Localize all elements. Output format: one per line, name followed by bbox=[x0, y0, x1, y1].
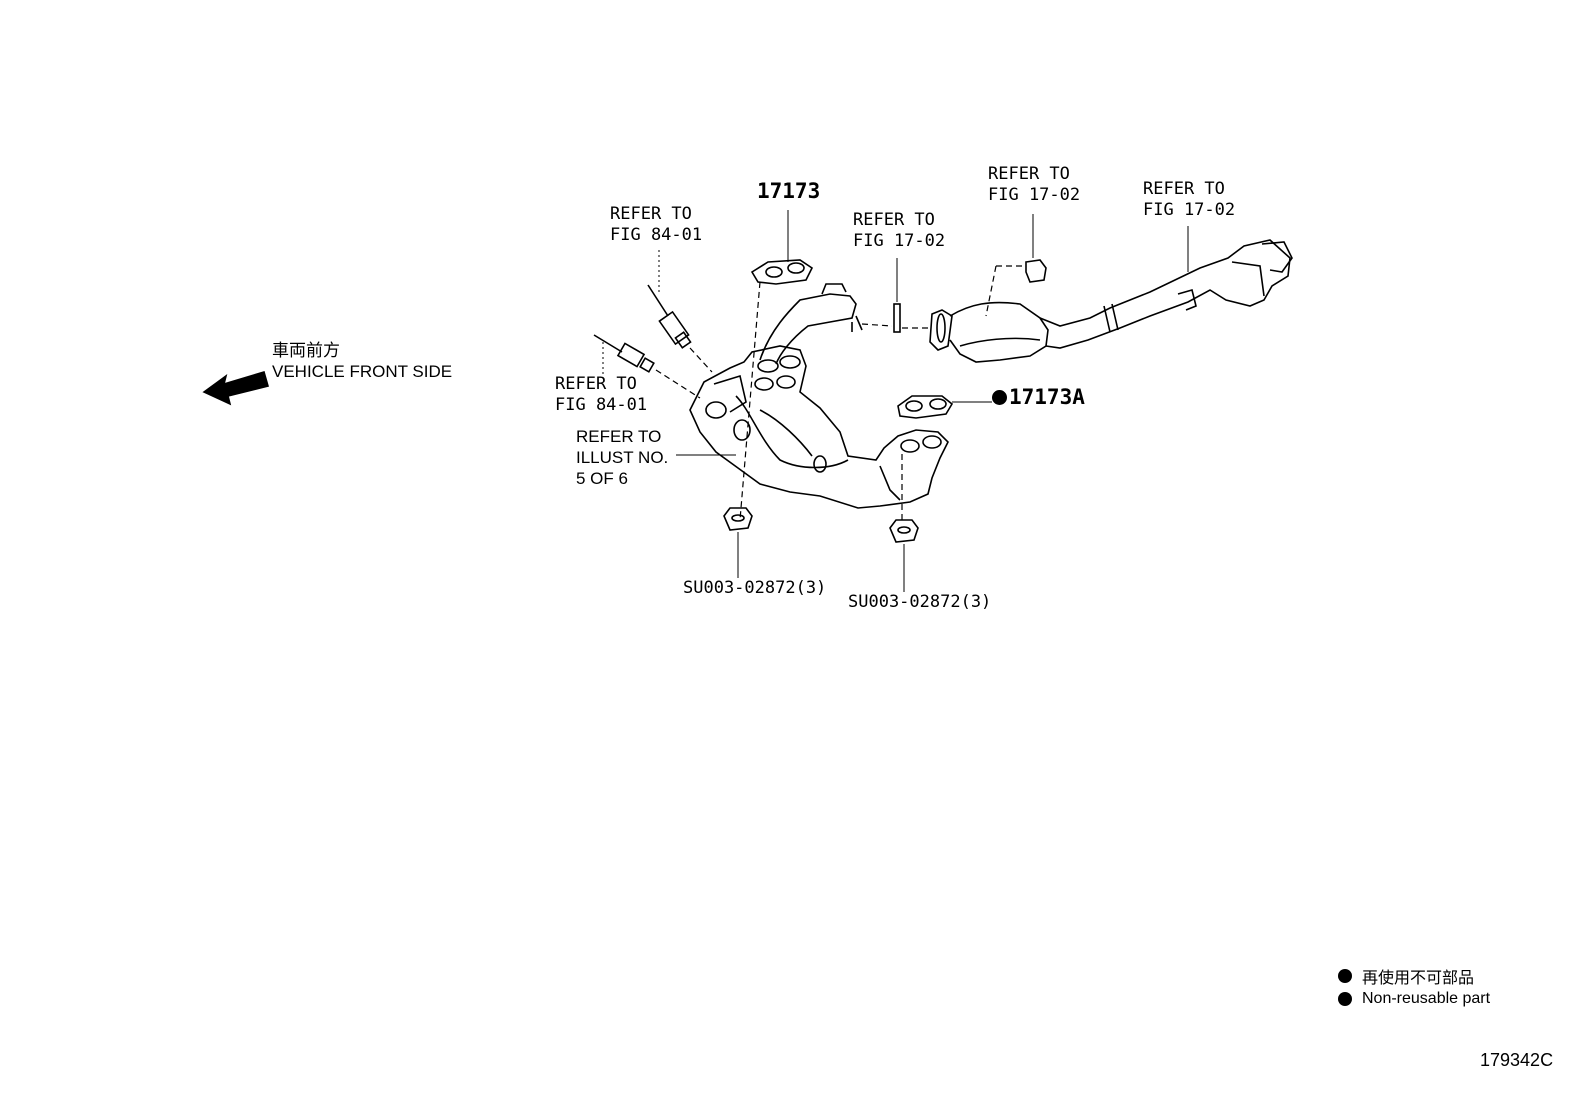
callout-line: FIG 17-02 bbox=[853, 231, 946, 251]
callout-nut-right: SU003-02872(3) bbox=[848, 592, 992, 612]
callout-line: FIG 17-02 bbox=[988, 185, 1081, 205]
upper-pipe bbox=[759, 283, 863, 365]
callout-o2-sensor-lower: REFER TO FIG 84-01 bbox=[555, 374, 647, 416]
nut-right bbox=[889, 519, 919, 592]
callout-o2-sensor-upper: REFER TO FIG 84-01 bbox=[610, 204, 702, 246]
exhaust-manifold bbox=[676, 345, 949, 520]
callout-gasket-17173A: 17173A bbox=[992, 387, 1085, 408]
callout-line: REFER TO bbox=[576, 427, 662, 446]
callout-line: FIG 84-01 bbox=[555, 395, 648, 415]
callout-manifold: REFER TO ILLUST NO. 5 OF 6 bbox=[576, 426, 668, 489]
callout-line: FIG 17-02 bbox=[1143, 200, 1236, 220]
callout-front-pipe: REFER TO FIG 17-02 bbox=[1143, 179, 1235, 221]
legend-japanese: 再使用不可部品 bbox=[1338, 964, 1474, 988]
vehicle-front-japanese: 車両前方 bbox=[272, 341, 340, 360]
callout-stud: REFER TO FIG 17-02 bbox=[853, 210, 945, 252]
non-reusable-marker-icon bbox=[992, 390, 1007, 405]
front-pipe bbox=[929, 226, 1293, 363]
callout-line: 5 OF 6 bbox=[576, 469, 628, 488]
vehicle-front-english: VEHICLE FRONT SIDE bbox=[272, 362, 453, 381]
non-reusable-marker-icon bbox=[1338, 969, 1352, 983]
nut-left bbox=[723, 507, 753, 578]
bolt bbox=[985, 214, 1047, 317]
callout-line: REFER TO bbox=[610, 204, 692, 224]
non-reusable-marker-icon bbox=[1338, 992, 1352, 1006]
legend-text: 再使用不可部品 bbox=[1362, 970, 1475, 987]
legend-english: Non-reusable part bbox=[1338, 990, 1490, 1008]
gasket-upper bbox=[739, 210, 814, 521]
callout-line: REFER TO bbox=[853, 210, 935, 230]
arrow-left-icon bbox=[202, 371, 269, 406]
callout-line: REFER TO bbox=[555, 374, 637, 394]
callout-gasket-17173: 17173 bbox=[757, 179, 821, 203]
o2-sensor-upper bbox=[647, 250, 713, 373]
o2-sensor-lower bbox=[593, 334, 701, 399]
figure-id: 179342C bbox=[1480, 1050, 1554, 1070]
legend-text: Non-reusable part bbox=[1362, 990, 1491, 1007]
callout-nut-left: SU003-02872(3) bbox=[683, 578, 827, 598]
callout-line: REFER TO bbox=[1143, 179, 1225, 199]
vehicle-front-label: 車両前方 VEHICLE FRONT SIDE bbox=[272, 340, 452, 382]
stud bbox=[861, 258, 932, 333]
callout-line: REFER TO bbox=[988, 164, 1070, 184]
callout-bolt: REFER TO FIG 17-02 bbox=[988, 164, 1080, 206]
callout-line: FIG 84-01 bbox=[610, 225, 703, 245]
gasket-lower bbox=[897, 395, 992, 419]
callout-line: ILLUST NO. bbox=[576, 448, 669, 467]
callout-text: 17173A bbox=[1009, 385, 1085, 409]
